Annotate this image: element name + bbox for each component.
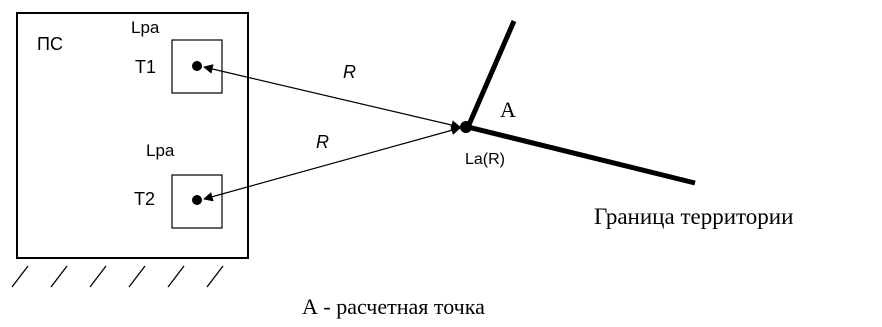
distance-label-top: R	[343, 62, 356, 82]
distance-label-bottom: R	[316, 132, 329, 152]
point-level-label: La(R)	[465, 151, 505, 168]
source-t1: Lpa T1	[131, 18, 223, 94]
building-label: ПС	[37, 34, 63, 54]
distance-arrow-t1	[203, 64, 461, 130]
source-t1-level-label: Lpa	[131, 18, 160, 37]
source-t2-dot	[192, 195, 202, 205]
point-label: A	[500, 97, 516, 122]
calculation-point	[460, 121, 472, 133]
source-t2: Lpa T2	[134, 141, 223, 229]
source-t2-level-label: Lpa	[146, 141, 175, 160]
caption: А - расчетная точка	[302, 294, 485, 319]
source-t2-box	[171, 174, 223, 229]
source-t1-name: T1	[135, 57, 156, 77]
distance-arrow-t2	[203, 125, 461, 202]
source-t1-dot	[192, 61, 202, 71]
source-t2-name: T2	[134, 189, 155, 209]
ground-hatching	[11, 265, 224, 288]
boundary-label: Граница территории	[594, 204, 793, 229]
